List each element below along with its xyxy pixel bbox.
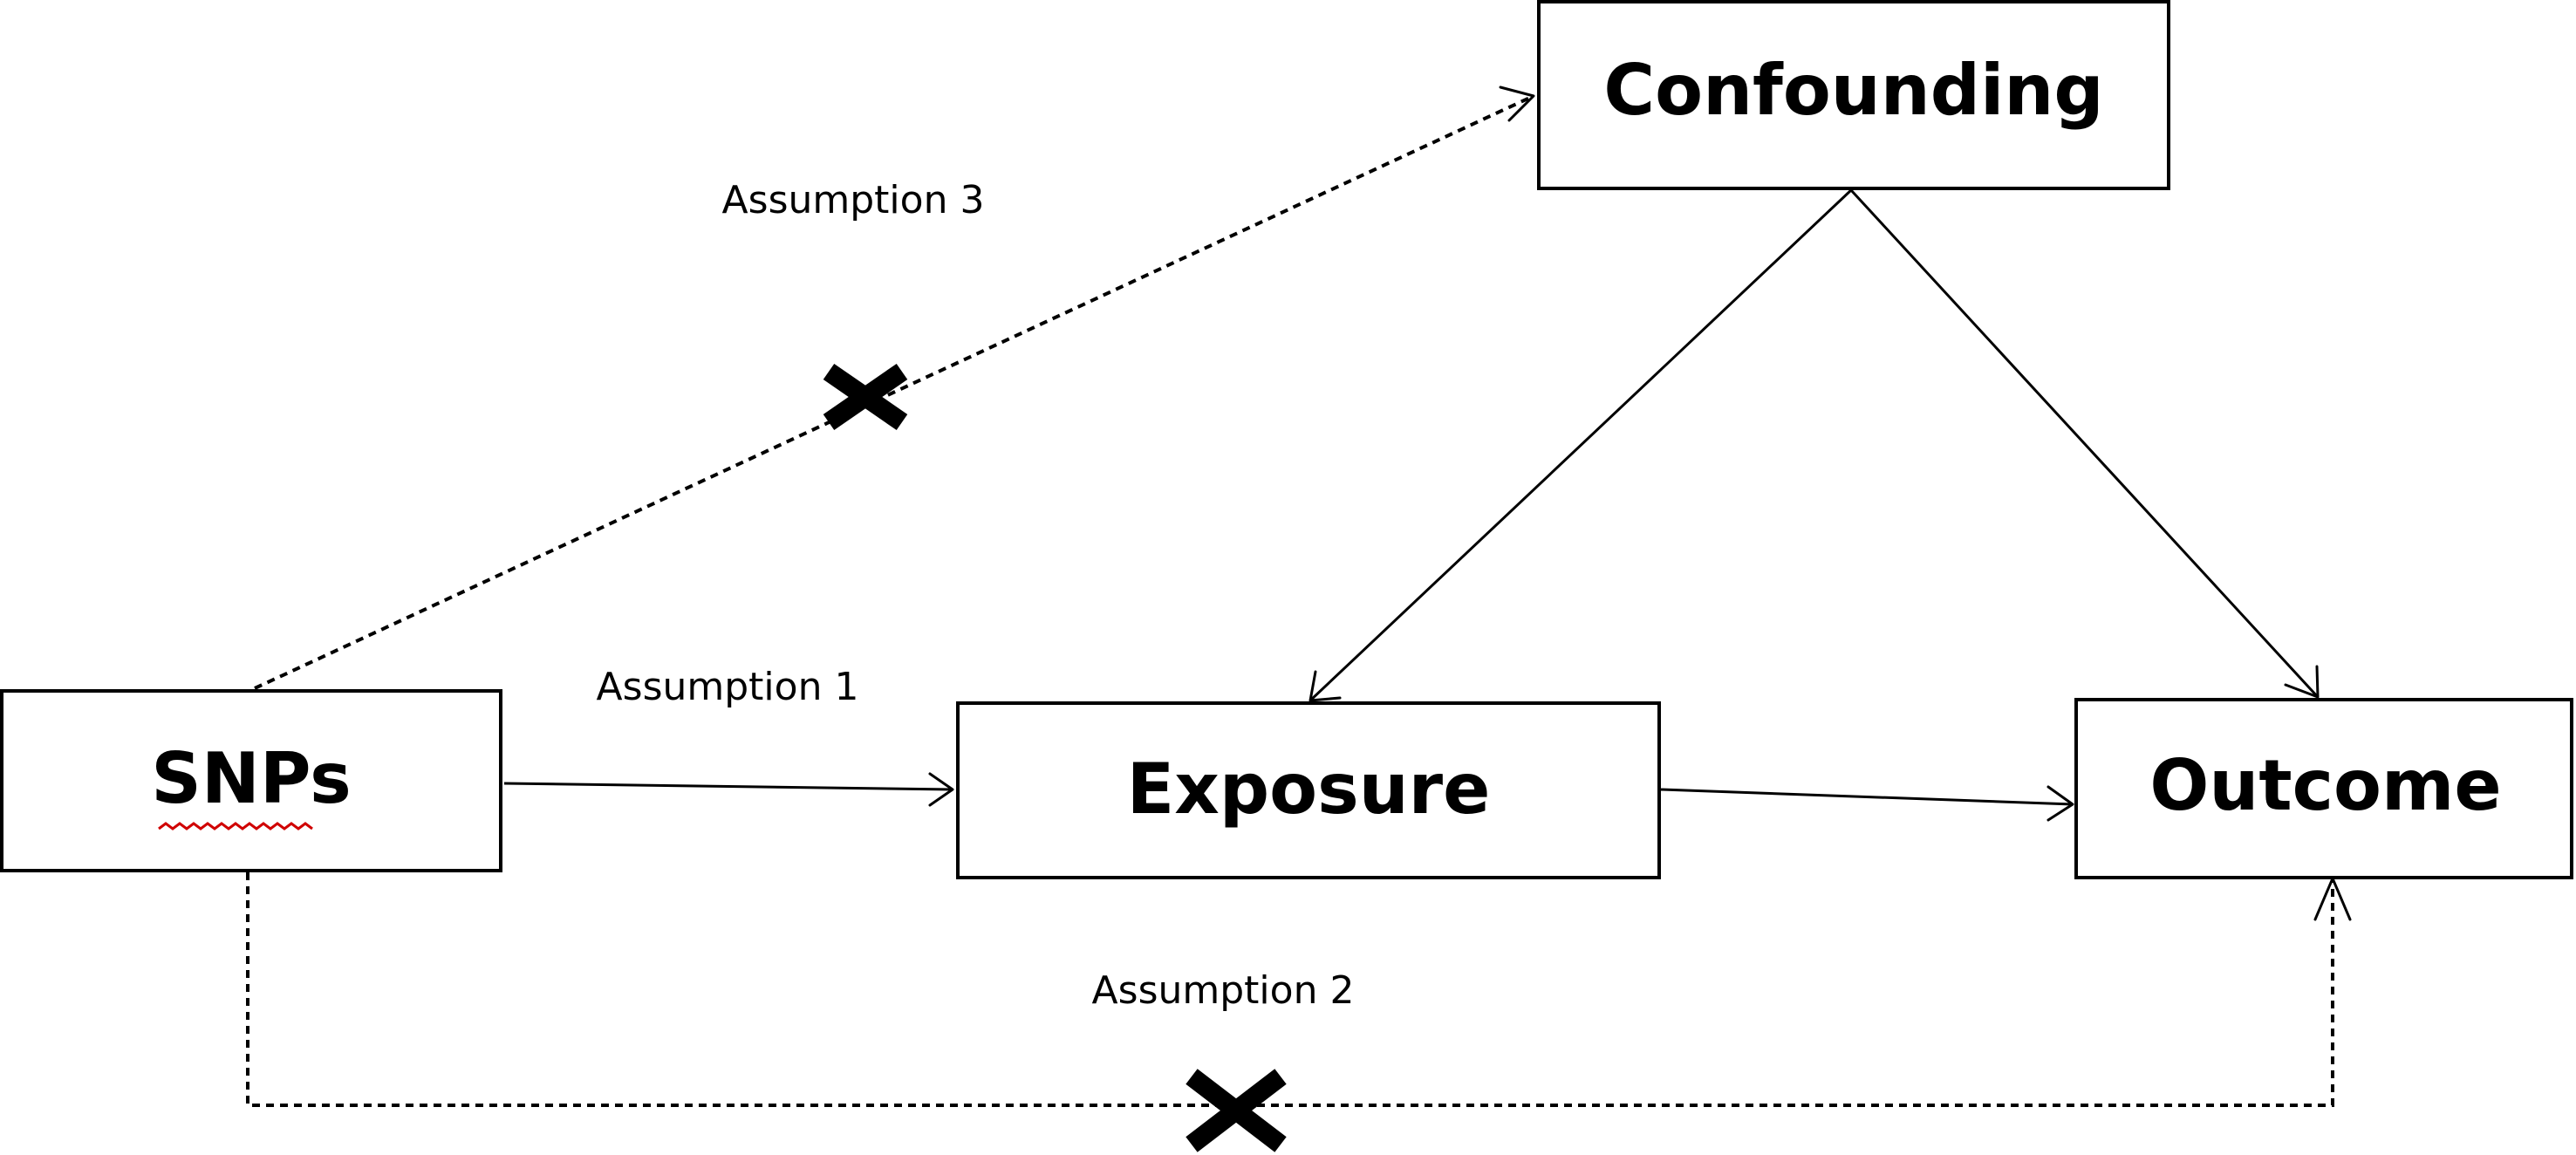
node-confounding-label: Confounding xyxy=(1603,50,2103,131)
arrowhead-exposure-left xyxy=(928,772,954,807)
arrowhead-outcome-left xyxy=(2046,785,2074,822)
arrowhead-confounding-left xyxy=(1499,85,1535,122)
edge-snps-exposure xyxy=(503,782,953,791)
node-outcome: Outcome xyxy=(2074,698,2573,879)
arrowhead-outcome-bottom xyxy=(2313,877,2352,921)
edge-snps-outcome xyxy=(246,872,2334,1107)
cross-mark-assumption-2 xyxy=(1186,1069,1287,1152)
spellcheck-underline xyxy=(158,822,313,830)
arrowhead-outcome-top xyxy=(2284,665,2320,699)
node-snps-label: SNPs xyxy=(151,738,351,819)
edge-snps-confounding xyxy=(254,94,1534,690)
assumption-2-label: Assumption 2 xyxy=(1092,968,1355,1013)
cross-mark-assumption-3 xyxy=(823,363,908,431)
assumption-3-label: Assumption 3 xyxy=(722,178,985,222)
node-confounding: Confounding xyxy=(1537,0,2170,190)
edge-confounding-outcome xyxy=(1849,188,2320,699)
node-snps: SNPs xyxy=(0,689,502,872)
assumption-1-label: Assumption 1 xyxy=(597,665,859,709)
node-exposure: Exposure xyxy=(956,701,1661,879)
node-outcome-label: Outcome xyxy=(2149,745,2501,826)
edge-exposure-outcome xyxy=(1660,788,2074,806)
arrowhead-exposure-top xyxy=(1308,670,1342,702)
edge-confounding-exposure xyxy=(1308,188,1853,702)
node-exposure-label: Exposure xyxy=(1127,748,1491,830)
